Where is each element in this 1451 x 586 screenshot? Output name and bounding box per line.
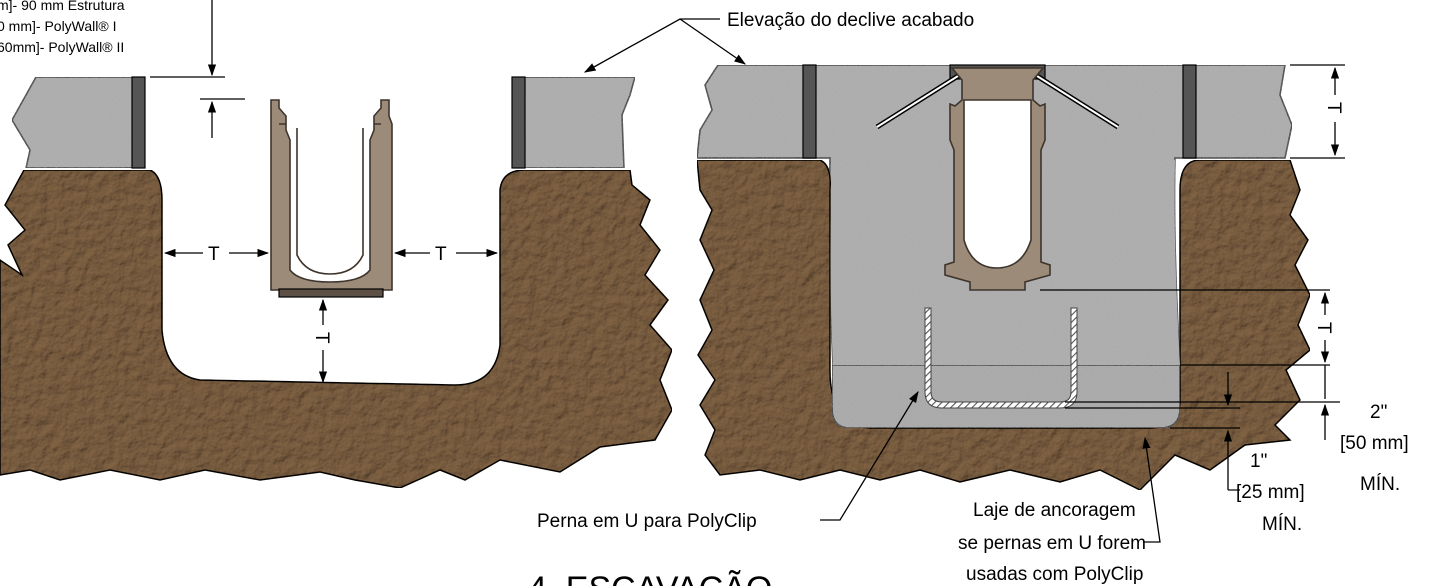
page-title: 4. ESCAVAÇÃO xyxy=(528,570,772,586)
right-wall-right xyxy=(1182,64,1197,159)
finished-grade-label: Elevação do declive acabado xyxy=(727,10,974,31)
t-label-right-top: T xyxy=(1323,102,1344,114)
right-anchor-slab xyxy=(831,364,1181,429)
dim-2in-label: 2" xyxy=(1370,402,1387,423)
right-wall-left xyxy=(802,64,817,159)
grade-leader-line-2 xyxy=(679,18,746,65)
anchor-label-3: usadas com PolyClip xyxy=(966,564,1143,585)
right-soil-left xyxy=(696,159,1311,491)
u-leg-leader xyxy=(820,391,919,521)
t-label-right: T xyxy=(435,244,447,265)
left-detail: T T T m]- 90 mm Estrutura 0 mm]- PolyWal… xyxy=(0,0,673,489)
right-channel-inner xyxy=(963,99,1032,269)
dim-25mm-label: [25 mm] xyxy=(1236,482,1305,503)
t-label-left: T xyxy=(208,244,220,265)
dim-50mm-label: [50 mm] xyxy=(1340,433,1409,454)
t-label-bottom: T xyxy=(311,332,332,344)
u-leg-label: Perna em U para PolyClip xyxy=(537,511,757,532)
rebar-left-inner xyxy=(876,75,959,128)
note-line-2: 0 mm]- PolyWall® I xyxy=(0,18,116,34)
anchor-label-2: se pernas em U forem xyxy=(958,533,1146,554)
left-channel-inner xyxy=(296,128,364,275)
dim-1in-label: 1" xyxy=(1250,451,1267,472)
left-channel-base xyxy=(278,288,384,298)
min-label-2: MÍN. xyxy=(1360,474,1400,495)
left-slab-left xyxy=(11,76,136,169)
rebar-right-inner xyxy=(1036,75,1119,128)
note-line-3: 60mm]- PolyWall® II xyxy=(0,39,124,55)
left-channel-body xyxy=(270,99,393,291)
grade-leader-line xyxy=(583,18,720,73)
left-wall-left xyxy=(131,76,146,169)
anchor-leader xyxy=(1142,436,1161,543)
left-wall-right xyxy=(511,76,526,169)
t-label-right-mid: T xyxy=(1313,322,1334,334)
note-line-1: m]- 90 mm Estrutura xyxy=(0,0,125,13)
left-slab-right xyxy=(511,76,636,169)
left-soil xyxy=(0,169,673,489)
right-detail: T T 1" [25 mm] MÍN. 2" [50 mm] MÍN. Elev… xyxy=(537,10,1409,585)
min-label-1: MÍN. xyxy=(1262,514,1302,535)
anchor-label-1: Laje de ancoragem xyxy=(973,500,1136,521)
u-leg-polyclip xyxy=(924,307,1078,409)
